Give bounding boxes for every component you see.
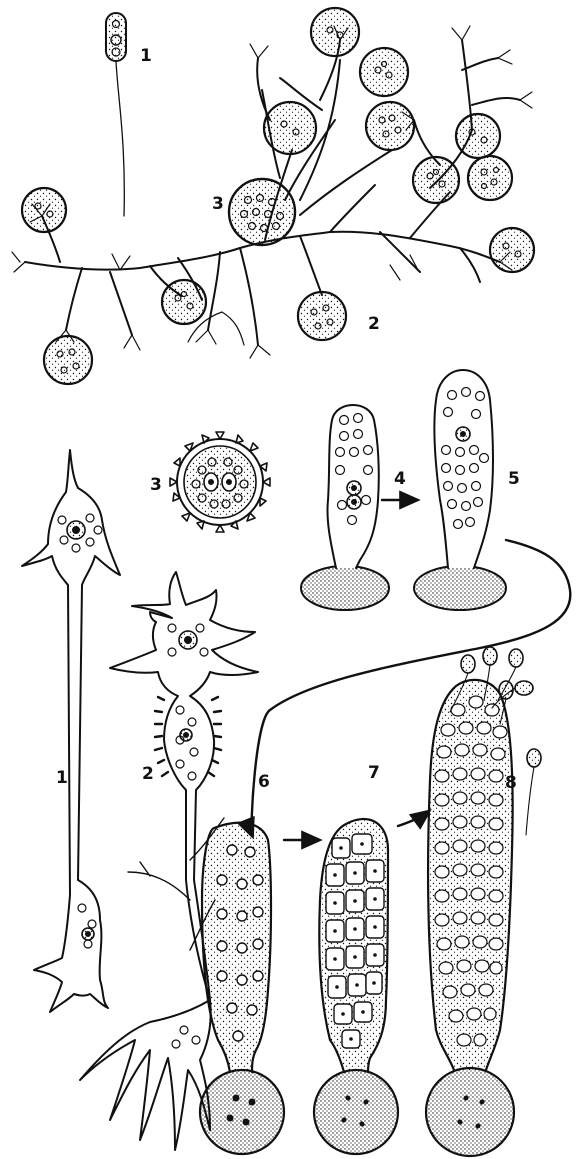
flagellated-zoospore [106, 13, 126, 216]
label-top-2: 2 [368, 316, 380, 333]
stage-4-thallus [301, 405, 389, 610]
label-top-3: 3 [212, 196, 224, 213]
progression-arrows [252, 500, 571, 840]
polar-thallus [22, 450, 120, 1012]
label-stage-8: 8 [505, 775, 517, 792]
stage-8-sporangium [426, 647, 541, 1156]
label-bottom-1: 1 [56, 770, 68, 787]
label-stage-6: 6 [258, 774, 270, 791]
central-thallus [229, 179, 295, 245]
label-bottom-2: 2 [142, 766, 154, 783]
label-stage-7: 7 [368, 765, 380, 782]
label-top-1: 1 [140, 48, 152, 65]
stage-5-thallus [414, 370, 506, 610]
stage-6-thallus [200, 823, 284, 1154]
stage-7-thallus [314, 819, 398, 1154]
label-bottom-3: 3 [150, 477, 162, 494]
label-stage-5: 5 [508, 471, 520, 488]
label-stage-4: 4 [394, 471, 406, 488]
resting-spore [170, 432, 270, 532]
